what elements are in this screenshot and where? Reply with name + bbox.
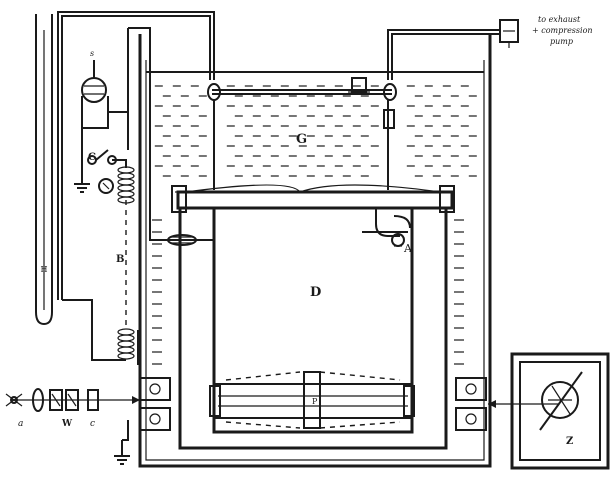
coil-turn — [117, 172, 135, 180]
coil-turn — [117, 190, 135, 198]
chamber-D — [178, 208, 448, 392]
vessel-lid — [171, 184, 455, 213]
pump-note-line2: + compression — [532, 26, 593, 35]
coil-turn — [117, 340, 135, 348]
coil-turn — [117, 346, 135, 354]
valve-A — [362, 208, 411, 247]
coil-turn — [117, 328, 135, 336]
label-s: s — [90, 49, 94, 58]
pump-note-line3: pump — [550, 37, 573, 46]
label-B: B — [116, 254, 124, 265]
top-manifold — [207, 77, 397, 190]
pump-note-line1: to exhaust — [538, 15, 581, 24]
coil-turn — [117, 352, 135, 360]
bath-vessel — [138, 34, 492, 468]
label-W: W — [61, 419, 73, 429]
left-inlet-clamp — [162, 234, 214, 246]
coil-turn — [117, 184, 135, 192]
electric-circuit — [62, 27, 162, 365]
label-c: c — [90, 419, 95, 429]
thermometer: H — [35, 14, 53, 326]
label-a: a — [18, 419, 23, 429]
corner-fittings — [139, 377, 487, 431]
label-C: C — [88, 152, 96, 163]
label-A: A — [403, 242, 413, 255]
liquid-bath — [146, 71, 484, 365]
detector-Z — [488, 352, 610, 470]
label-Z: Z — [566, 436, 573, 447]
coil-turn — [117, 334, 135, 342]
optical-train — [5, 388, 140, 465]
label-D: D — [310, 285, 321, 300]
electrode-P — [209, 371, 415, 429]
label-P: P — [312, 397, 318, 406]
coil-turn — [117, 178, 135, 186]
label-G: G — [296, 132, 307, 147]
top-pipes — [57, 11, 519, 300]
pump-note: to exhaust + compression pump — [532, 15, 593, 46]
thermometer-label: H — [41, 265, 48, 274]
